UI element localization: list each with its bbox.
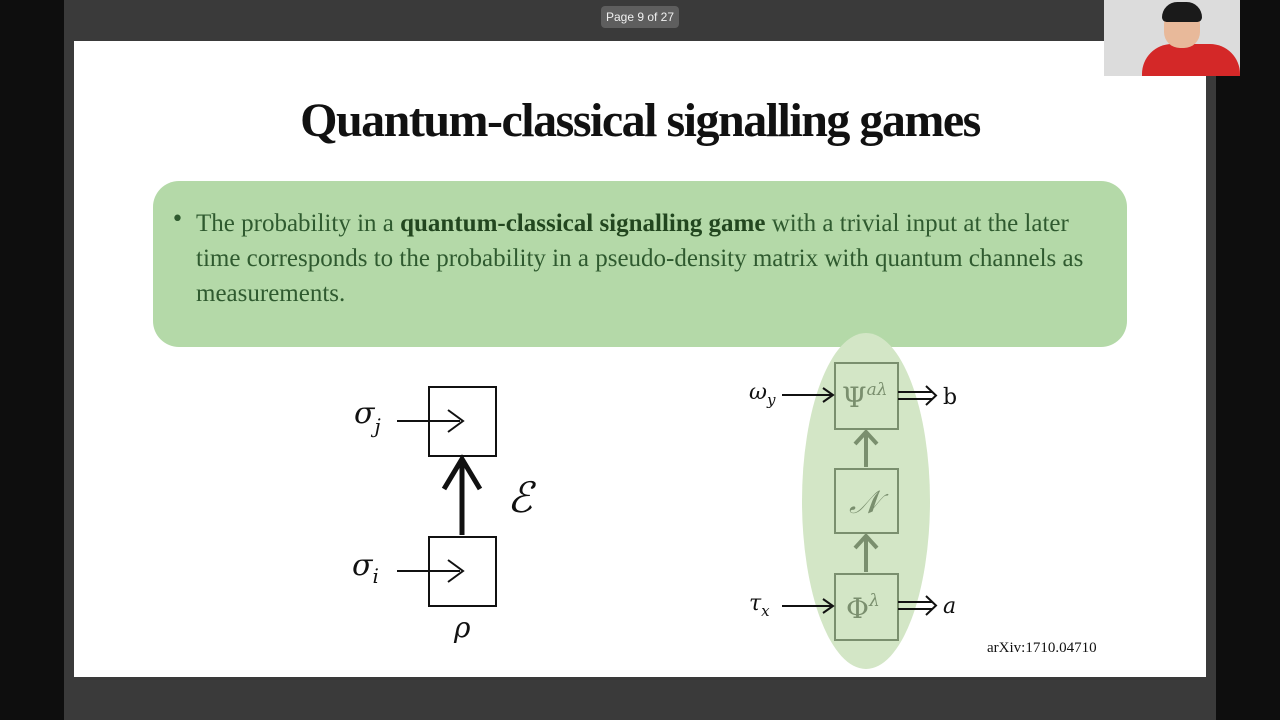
slide-title: Quantum-classical signalling games — [300, 94, 981, 147]
tau-arrow-head — [822, 598, 835, 614]
presenter-hair — [1162, 2, 1202, 22]
right-diagram: ωy Ψaλ b 𝒩 τx Φλ a — [749, 333, 957, 669]
left-bottom-input-label: σi — [352, 548, 379, 588]
bullet-text-post: with a trivial input at the later time c… — [196, 210, 1084, 307]
webcam-thumbnail[interactable] — [1104, 0, 1240, 76]
slide: Quantum-classical signalling games • The… — [74, 41, 1206, 677]
left-top-input-label: σj — [354, 396, 381, 438]
b-output-label: b — [943, 385, 957, 410]
citation: arXiv:1710.04710 — [987, 640, 1097, 656]
bottom-arrow-head — [447, 559, 465, 583]
page-indicator: Page 9 of 27 — [601, 6, 679, 28]
bullet-icon: • — [171, 207, 184, 232]
n-box — [834, 468, 899, 534]
bullet-text: The probability in a quantum-classical s… — [196, 206, 1106, 311]
state-label: ρ — [453, 611, 471, 644]
top-arrow-head — [447, 409, 465, 433]
phi-box — [834, 573, 899, 641]
bullet-text-pre: The probability in a — [196, 210, 401, 237]
omega-label: ωy — [749, 380, 776, 409]
phi-label: Φλ — [846, 591, 880, 625]
psi-box — [834, 362, 899, 430]
slide-diagrams: σj σi ℰ ρ — [352, 333, 957, 669]
a-output-label: a — [943, 594, 956, 619]
bullet-text-bold: quantum-classical signalling game — [400, 210, 766, 237]
tau-label: τx — [749, 591, 770, 620]
b-output-arrow-head — [925, 385, 938, 406]
a-output-arrow-head — [925, 595, 938, 616]
presenter-shirt — [1142, 44, 1240, 76]
psi-label: Ψaλ — [842, 380, 887, 414]
channel-label: ℰ — [507, 473, 537, 522]
bottom-to-mid-arrow-head — [853, 533, 879, 550]
highlight-box: • The probability in a quantum-classical… — [153, 181, 1127, 347]
mid-to-top-arrow-head — [853, 429, 879, 446]
left-diagram: σj σi ℰ ρ — [352, 386, 537, 644]
channel-arrow-head — [441, 454, 483, 491]
omega-arrow-head — [822, 387, 835, 403]
